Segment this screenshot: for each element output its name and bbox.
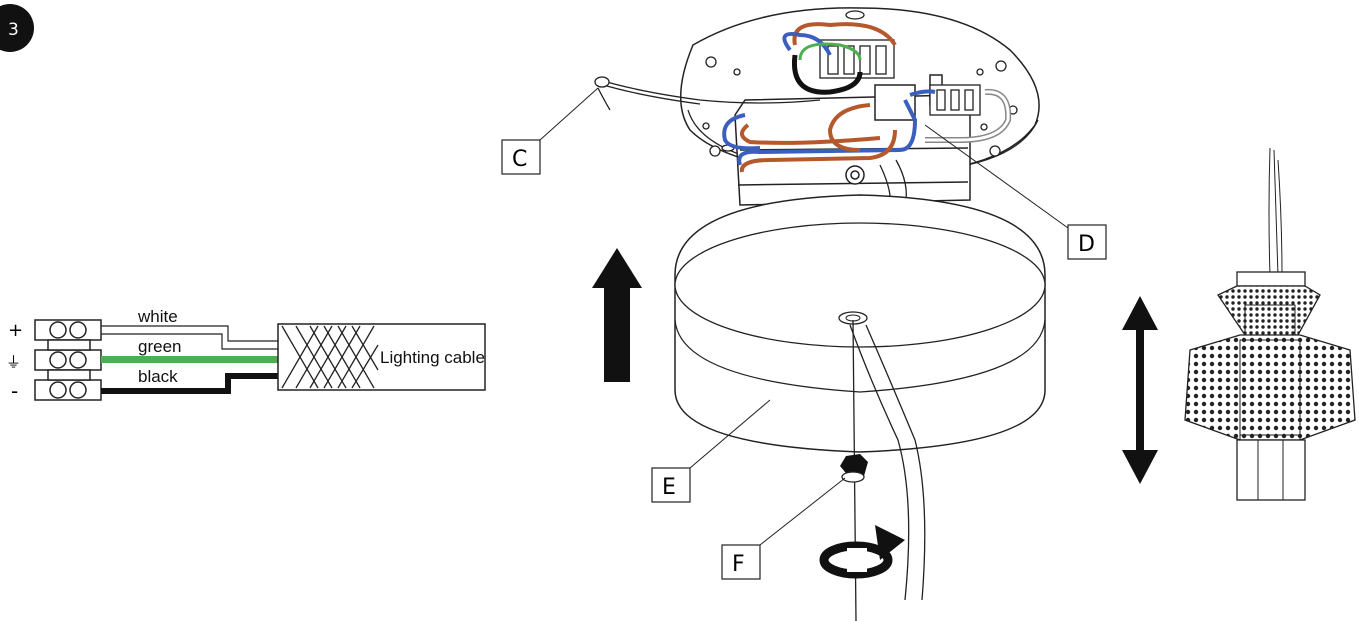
step-badge: 3 bbox=[0, 4, 34, 52]
callout-e-label: E bbox=[662, 475, 676, 500]
black-wire bbox=[101, 373, 282, 394]
terminal-ground-symbol: ⏚ bbox=[6, 353, 21, 371]
canopy-cover bbox=[674, 194, 1046, 453]
callout-f-label: F bbox=[732, 552, 745, 577]
rotate-arrow-icon bbox=[819, 525, 905, 579]
callout-c-label: C bbox=[512, 147, 527, 172]
green-wire bbox=[101, 356, 281, 363]
black-wire-label: black bbox=[138, 367, 178, 386]
double-arrow-icon bbox=[1122, 296, 1158, 484]
step-number: 3 bbox=[8, 20, 19, 40]
green-wire-label: green bbox=[138, 337, 181, 356]
callout-c: C bbox=[501, 87, 599, 175]
callout-f: F bbox=[721, 477, 846, 580]
callout-e: E bbox=[651, 399, 771, 503]
terminal-block bbox=[34, 319, 102, 401]
up-arrow-icon bbox=[592, 248, 642, 382]
internal-wiring bbox=[722, 22, 1012, 173]
safety-cable bbox=[594, 76, 821, 111]
callout-d-label: D bbox=[1078, 232, 1095, 257]
terminal-minus-symbol: - bbox=[11, 379, 18, 403]
lighting-cable: Lighting cable bbox=[277, 323, 486, 391]
white-wire-label: white bbox=[137, 307, 178, 326]
white-wire bbox=[101, 325, 282, 342]
wiring-diagram: + ⏚ - white green black bbox=[6, 307, 486, 403]
lighting-cable-label: Lighting cable bbox=[380, 348, 485, 367]
locking-nut bbox=[840, 454, 868, 483]
callout-d: D bbox=[924, 124, 1107, 260]
lamp-shade bbox=[1184, 147, 1356, 501]
terminal-plus-symbol: + bbox=[8, 320, 23, 341]
